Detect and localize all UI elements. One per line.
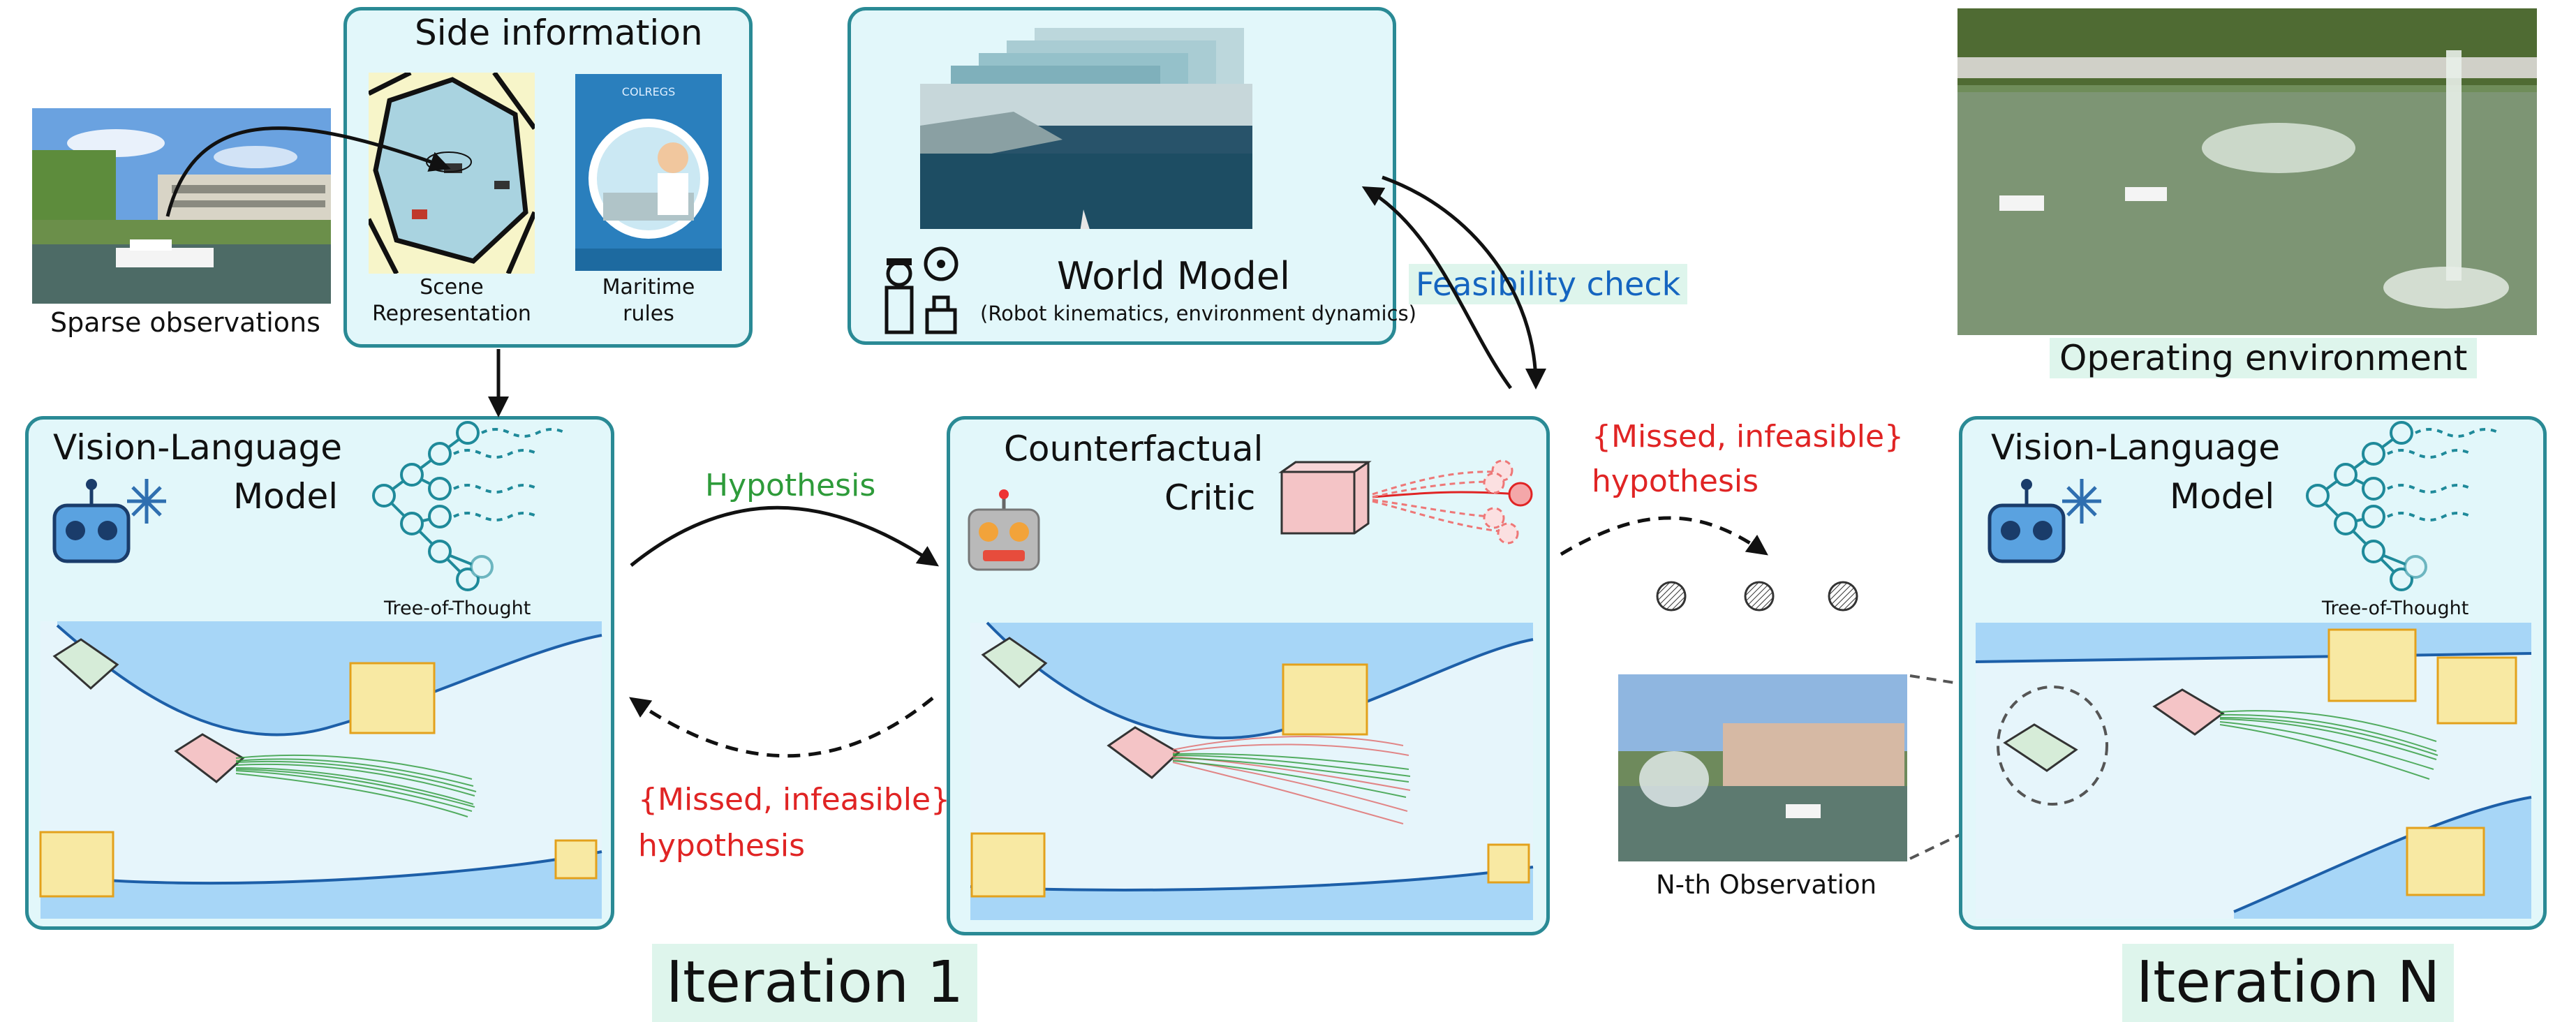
critic-title-line1: Counterfactual bbox=[1004, 429, 1264, 469]
side-information-title: Side information bbox=[415, 13, 703, 53]
ellipsis-dots bbox=[1655, 579, 1864, 613]
iteration-n-label: Iteration N bbox=[2122, 944, 2455, 1022]
counterfactual-box-icon bbox=[1278, 451, 1540, 556]
frozen-robot-icon bbox=[42, 475, 175, 572]
feasibility-check-label: Feasibility check bbox=[1409, 264, 1688, 304]
tot-label-left: Tree-of-Thought bbox=[384, 598, 531, 619]
world-to-critic-arrow bbox=[1382, 175, 1546, 390]
colregs-rules-card: COLREGS bbox=[575, 74, 722, 271]
missed-right-line2: hypothesis bbox=[1592, 464, 1759, 499]
nth-observation-photo bbox=[1618, 674, 1907, 861]
vlm-left-scene bbox=[39, 621, 602, 919]
rules-label-line2: rules bbox=[623, 302, 674, 326]
missed-feedback-arrow-left bbox=[629, 697, 934, 758]
critic-to-world-arrow bbox=[1361, 186, 1513, 390]
scene-label-line1: Scene bbox=[420, 275, 484, 299]
hypothesis-label: Hypothesis bbox=[705, 468, 876, 503]
tree-of-thought-icon-right bbox=[2297, 419, 2527, 593]
vlm-right-scene bbox=[1975, 623, 2532, 919]
sparse-observations-label: Sparse observations bbox=[50, 307, 320, 338]
tot-label-right: Tree-of-Thought bbox=[2322, 598, 2469, 619]
critic-title-line2: Critic bbox=[1164, 477, 1256, 518]
missed-left-line1: {Missed, infeasible} bbox=[638, 782, 951, 817]
tree-of-thought-icon-left bbox=[363, 419, 593, 593]
nth-observation-label: N-th Observation bbox=[1656, 870, 1877, 900]
vlm-left-title-line1: Vision-Language bbox=[53, 427, 343, 468]
world-model-frames bbox=[916, 28, 1339, 229]
sparse-to-scene-arrow bbox=[165, 126, 451, 217]
scene-label-line2: Representation bbox=[372, 302, 531, 326]
vlm-right-title-line1: Vision-Language bbox=[1991, 427, 2281, 468]
rules-label-line1: Maritime bbox=[602, 275, 695, 299]
world-model-subtitle: (Robot kinematics, environment dynamics) bbox=[980, 302, 1416, 325]
robot-emoji-icon bbox=[962, 489, 1046, 572]
missed-right-line1: {Missed, infeasible} bbox=[1592, 419, 1904, 454]
world-model-title: World Model bbox=[1057, 254, 1291, 298]
missed-forward-arrow bbox=[1560, 516, 1768, 556]
colregs-card-title: COLREGS bbox=[621, 85, 676, 98]
iteration-1-label: Iteration 1 bbox=[652, 944, 978, 1022]
vlm-right-title-line2: Model bbox=[2170, 476, 2275, 517]
vlm-left-title-line2: Model bbox=[233, 476, 339, 517]
critic-scene bbox=[970, 621, 1534, 920]
sailor-captain-icon bbox=[871, 246, 962, 336]
frozen-robot-icon-right bbox=[1977, 475, 2110, 572]
hypothesis-arrow bbox=[630, 505, 939, 567]
operating-environment-label: Operating environment bbox=[2050, 338, 2478, 378]
operating-environment-photo bbox=[1957, 8, 2537, 335]
scene-representation-map bbox=[369, 73, 535, 274]
missed-left-line2: hypothesis bbox=[638, 828, 806, 864]
